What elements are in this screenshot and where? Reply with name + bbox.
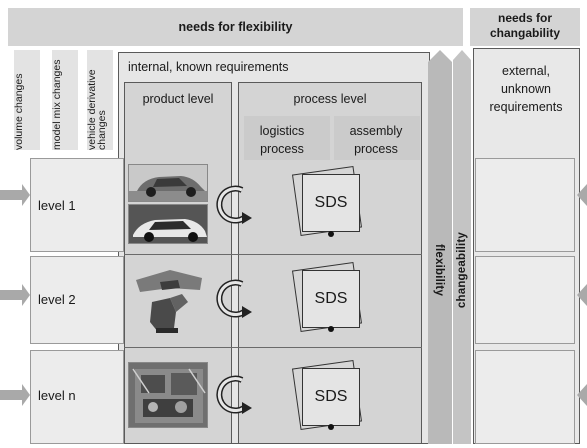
sds-n-label: SDS xyxy=(314,388,348,405)
level-row-n-ext xyxy=(475,350,575,444)
cycle-arrow-icon xyxy=(216,279,252,318)
sds-document-icon: SDS xyxy=(302,174,360,232)
level-row-1 xyxy=(30,158,124,252)
car-photo-2 xyxy=(128,204,208,244)
changeability-bar xyxy=(453,50,471,444)
logistics-process-label: logistics process xyxy=(259,124,305,156)
sds-2-label: SDS xyxy=(314,290,348,307)
flexibility-label: flexibility xyxy=(433,244,445,297)
car-interior-photo xyxy=(136,270,202,333)
sds-dot-2 xyxy=(328,326,334,332)
right-arrows xyxy=(577,184,587,406)
sds-document-icon: SDS xyxy=(302,368,360,426)
assembly-process-label: assembly process xyxy=(349,124,403,156)
car-photo-1 xyxy=(128,164,208,202)
level-row-2 xyxy=(30,256,124,344)
change-type-column: volume changes model mix changes vehicle… xyxy=(8,48,118,156)
process-level-label: process level xyxy=(293,92,367,106)
level-n-label: level n xyxy=(38,388,76,403)
row-divider-1 xyxy=(124,254,422,256)
level-row-1-ext xyxy=(475,158,575,252)
changeability-header-text: needs for changability xyxy=(489,11,560,40)
left-arrows xyxy=(0,184,30,406)
sds-dot-n xyxy=(328,424,334,430)
flexibility-header: needs for flexibility xyxy=(8,8,463,46)
level-2-label: level 2 xyxy=(38,292,76,307)
changeability-header: needs for changability xyxy=(470,8,580,46)
cycle-arrow-icon xyxy=(216,185,252,224)
sds-1-label: SDS xyxy=(314,194,348,211)
change-type-volume: volume changes xyxy=(13,50,40,150)
logistics-process-box xyxy=(244,116,330,160)
internal-requirements-title: internal, known requirements xyxy=(128,60,289,74)
change-type-derivative: vehicle derivative changes xyxy=(86,50,113,150)
external-requirements-title: external, unknown requirements xyxy=(489,64,563,114)
flexibility-bar xyxy=(428,50,452,444)
product-level-label: product level xyxy=(142,92,214,106)
engine-photo xyxy=(128,362,208,428)
changeability-label: changeability xyxy=(456,232,468,309)
sds-dot-1 xyxy=(328,231,334,237)
level-row-2-ext xyxy=(475,256,575,344)
assembly-process-box xyxy=(334,116,420,160)
sds-document-icon: SDS xyxy=(302,270,360,328)
level-1-label: level 1 xyxy=(38,198,76,213)
level-row-n xyxy=(30,350,124,444)
row-divider-2 xyxy=(124,347,422,349)
cycle-arrow-icon xyxy=(216,375,252,414)
change-type-model-mix: model mix changes xyxy=(51,50,78,150)
